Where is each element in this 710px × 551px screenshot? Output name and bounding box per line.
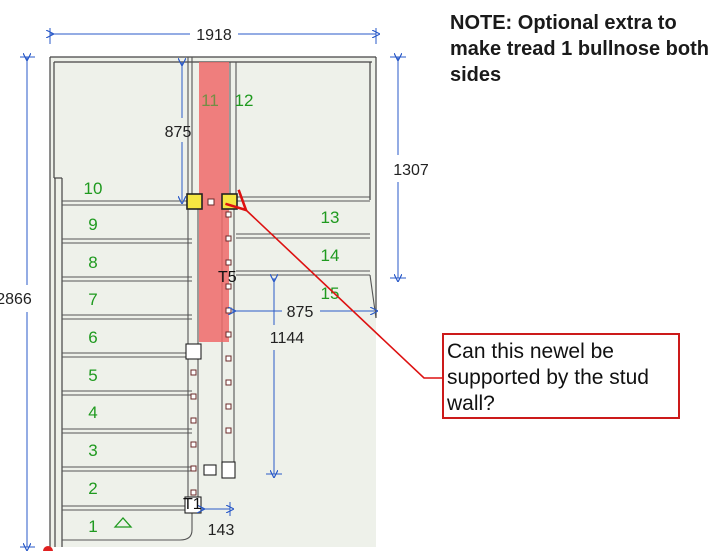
corner-marker (43, 546, 53, 551)
dim-overall-height: 2866 (0, 291, 32, 308)
callout-box: Can this newel be supported by the stud … (442, 333, 680, 419)
step-number: 13 (321, 208, 340, 227)
step-number: 9 (88, 215, 97, 234)
callout-pointer (246, 210, 442, 379)
dim-newel-gap: 143 (208, 522, 235, 539)
right-flight (236, 196, 377, 319)
dim-right-flight-offset: 1144 (270, 330, 305, 347)
step-number: 10 (84, 179, 103, 198)
step-number: 2 (88, 479, 97, 498)
dimension-lines (20, 28, 406, 547)
step-number: 5 (88, 366, 97, 385)
step-number: 4 (88, 403, 97, 422)
note-text: NOTE: Optional extra to make tread 1 bul… (450, 12, 709, 86)
left-flight (62, 200, 192, 511)
dim-right-flight-width: 875 (287, 304, 314, 321)
step-number: 15 (321, 284, 340, 303)
step-number: 1 (88, 517, 97, 536)
marker-t5: T5 (218, 269, 237, 286)
step-number: 11 (201, 91, 219, 110)
step-number: 14 (321, 246, 340, 265)
up-arrow-icon (113, 517, 133, 528)
dim-landing-depth: 875 (165, 124, 192, 141)
dim-right-flight-height: 1307 (393, 162, 429, 179)
dim-overall-width: 1918 (196, 27, 232, 44)
step-number: 6 (88, 328, 97, 347)
step-numbers: 1 2 3 4 5 6 7 8 9 10 11 12 13 14 15 (84, 91, 340, 536)
step-number: 12 (235, 91, 254, 110)
step-number: 3 (88, 441, 97, 460)
marker-t1: T1 (183, 496, 202, 513)
step-number: 7 (88, 290, 97, 309)
step-number: 8 (88, 253, 97, 272)
